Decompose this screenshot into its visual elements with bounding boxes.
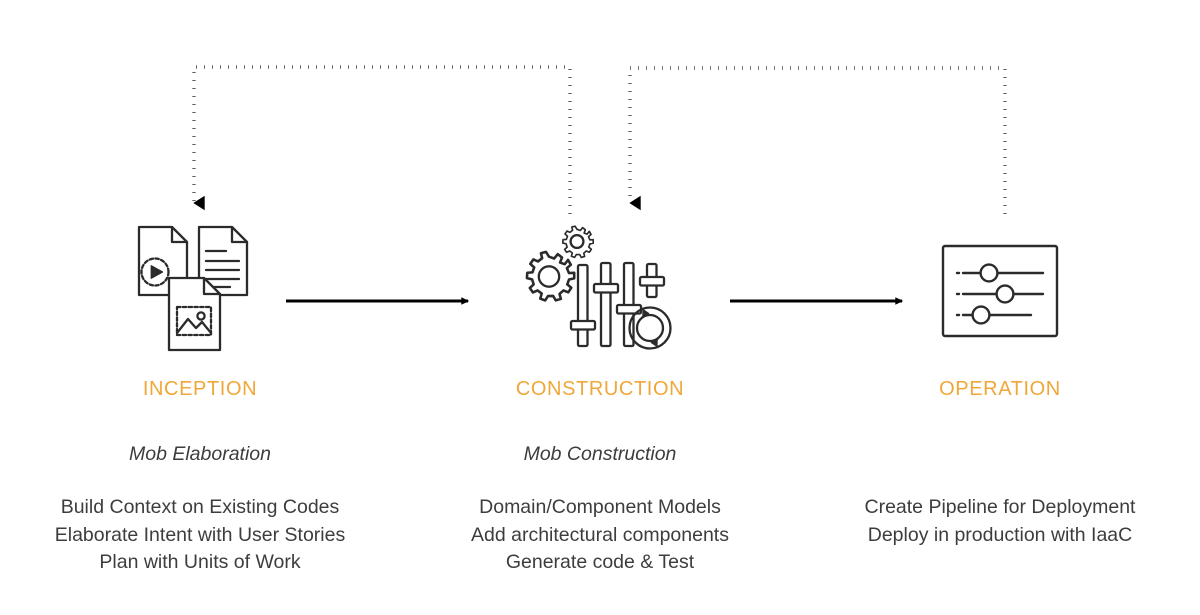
feedback-arrow-construction-to-inception: [192, 65, 572, 214]
stage-operation: OPERATION Create Pipeline for Deployment…: [800, 215, 1200, 549]
stage-title-inception: INCEPTION: [142, 378, 258, 400]
bullet-line: Generate code & Test: [505, 551, 695, 574]
stage-inception: INCEPTION Mob Elaboration Build Context …: [0, 215, 400, 577]
stage-bullets-operation: Create Pipeline for Deployment Deploy in…: [800, 494, 1200, 549]
stage-bullets-inception: Build Context on Existing Codes Elaborat…: [0, 494, 400, 577]
gears-sliders-refresh-icon: [525, 225, 672, 350]
inception-icon-wrap: [0, 215, 400, 365]
stage-title-construction: CONSTRUCTION: [515, 378, 685, 400]
construction-icon-wrap: [400, 215, 800, 365]
bullet-line: Domain/Component Models: [479, 496, 721, 518]
stage-title-operation: OPERATION: [939, 378, 1061, 400]
bullet-line: Add architectural components: [471, 523, 729, 546]
control-panel-sliders-icon: [941, 244, 1059, 337]
stage-subtitle-operation: [800, 444, 1200, 466]
stage-bullets-construction: Domain/Component Models Add architectura…: [400, 494, 800, 577]
bullet-line: Build Context on Existing Codes: [60, 496, 340, 518]
bullet-line: Plan with Units of Work: [99, 551, 301, 574]
bullet-line: Create Pipeline for Deployment: [864, 496, 1136, 518]
documents-media-icon: [137, 225, 249, 352]
stage-construction: CONSTRUCTION Mob Construction Domain/Com…: [400, 215, 800, 577]
stage-subtitle-construction: Mob Construction: [523, 443, 677, 465]
stage-subtitle-inception: Mob Elaboration: [128, 443, 271, 465]
bullet-line: Elaborate Intent with User Stories: [54, 523, 346, 546]
feedback-arrow-operation-to-construction: [628, 66, 1007, 214]
bullet-line: Deploy in production with IaaC: [867, 523, 1133, 546]
operation-icon-wrap: [800, 215, 1200, 365]
